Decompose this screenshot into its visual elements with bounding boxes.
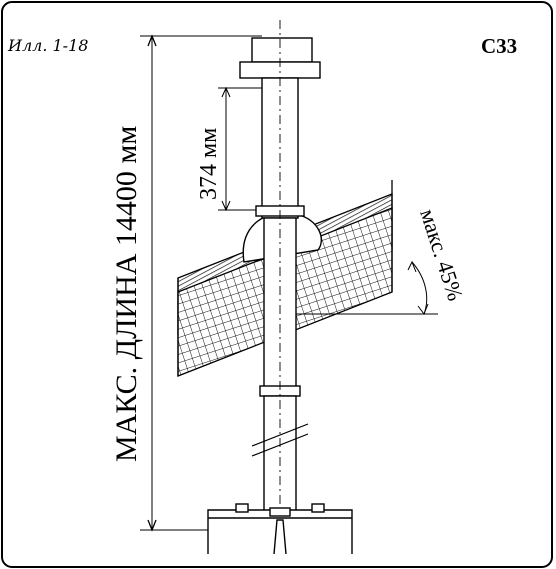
figure-caption: Илл. 1-18 bbox=[7, 36, 88, 55]
pipe-break-marks bbox=[251, 423, 309, 457]
segment-dimension bbox=[218, 86, 262, 212]
segment-length-label: 374 мм bbox=[196, 128, 222, 200]
max-slope-label: макс. 45% bbox=[415, 206, 468, 304]
boiler-unit bbox=[207, 503, 353, 555]
slope-indicator bbox=[292, 260, 438, 316]
max-length-label: МАКС. ДЛИНА 14400 мм bbox=[110, 126, 143, 462]
config-code: C33 bbox=[481, 34, 517, 58]
